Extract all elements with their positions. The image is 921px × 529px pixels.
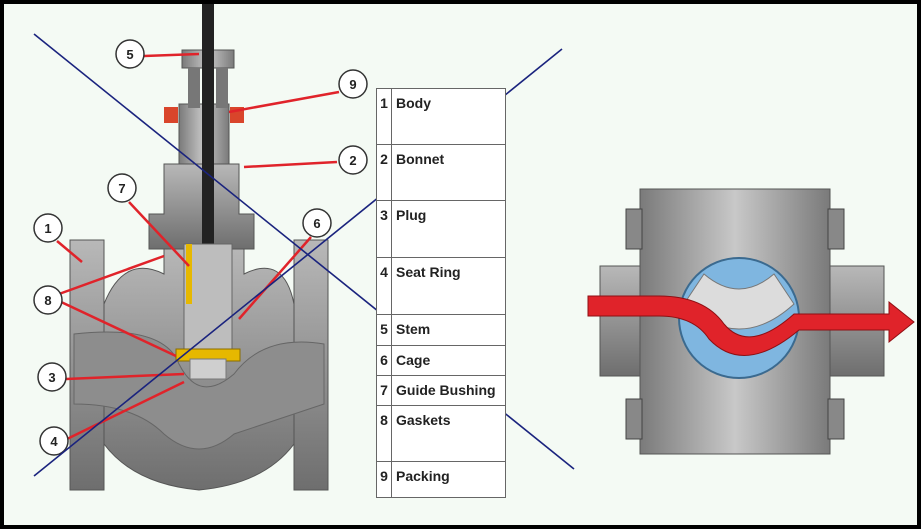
guide-bushing	[186, 244, 192, 304]
table-row: 9 Packing	[376, 461, 506, 498]
callout-label-1: 1	[44, 221, 51, 236]
table-row: 7 Guide Bushing	[376, 375, 506, 406]
table-row: 6 Cage	[376, 345, 506, 376]
diagram-canvas: 5 9 2 7 6 1 8 3 4	[4, 4, 917, 525]
part-label: Cage	[391, 345, 506, 376]
part-number: 3	[376, 200, 392, 258]
bolt-bottom-left	[625, 398, 643, 440]
ball-valve	[587, 188, 915, 455]
part-number: 6	[376, 345, 392, 376]
callout-1	[33, 213, 63, 243]
globe-valve-illustration: 5 9 2 7 6 1 8 3 4	[33, 4, 915, 491]
stud-left	[188, 68, 200, 108]
bonnet	[148, 163, 255, 250]
table-row: 5 Stem	[376, 314, 506, 346]
plug	[189, 358, 227, 380]
table-row: 2 Bonnet	[376, 144, 506, 201]
callout-label-6: 6	[313, 216, 320, 231]
callout-3	[37, 362, 67, 392]
callout-arrows	[56, 52, 340, 441]
callout-9	[338, 69, 368, 99]
callout-label-4: 4	[50, 434, 58, 449]
table-row: 3 Plug	[376, 200, 506, 258]
table-row: 8 Gaskets	[376, 405, 506, 462]
callout-circles	[33, 39, 368, 456]
part-number: 7	[376, 375, 392, 406]
table-row: 1 Body	[376, 88, 506, 145]
callout-8	[33, 285, 63, 315]
part-label: Packing	[391, 461, 506, 498]
part-number: 5	[376, 314, 392, 346]
part-number: 8	[376, 405, 392, 462]
part-label: Gaskets	[391, 405, 506, 462]
callout-labels: 5 9 2 7 6 1 8 3 4	[44, 47, 356, 449]
callout-4	[39, 426, 69, 456]
globe-valve	[69, 4, 329, 491]
packing-nut-left	[164, 107, 178, 123]
bolt-top-right	[827, 208, 845, 250]
part-label: Guide Bushing	[391, 375, 506, 406]
bolt-top-left	[625, 208, 643, 250]
part-label: Stem	[391, 314, 506, 346]
callout-label-8: 8	[44, 293, 51, 308]
stud-right	[216, 68, 228, 108]
callout-7	[107, 173, 137, 203]
parts-table: 1 Body 2 Bonnet 3 Plug 4 Seat Ring 5 Ste…	[376, 88, 506, 498]
callout-label-9: 9	[349, 77, 356, 92]
callout-label-5: 5	[126, 47, 133, 62]
callout-6	[302, 208, 332, 238]
part-label: Body	[391, 88, 506, 145]
table-row: 4 Seat Ring	[376, 257, 506, 315]
part-number: 1	[376, 88, 392, 145]
flow-passage	[73, 331, 325, 450]
part-label: Plug	[391, 200, 506, 258]
part-label: Seat Ring	[391, 257, 506, 315]
part-label: Bonnet	[391, 144, 506, 201]
callout-2	[338, 145, 368, 175]
callout-label-3: 3	[48, 370, 55, 385]
part-number: 9	[376, 461, 392, 498]
flow-arrow	[587, 295, 915, 356]
callout-label-7: 7	[118, 181, 125, 196]
callout-5	[115, 39, 145, 69]
part-number: 4	[376, 257, 392, 315]
callout-label-2: 2	[349, 153, 356, 168]
part-number: 2	[376, 144, 392, 201]
bolt-bottom-right	[827, 398, 845, 440]
